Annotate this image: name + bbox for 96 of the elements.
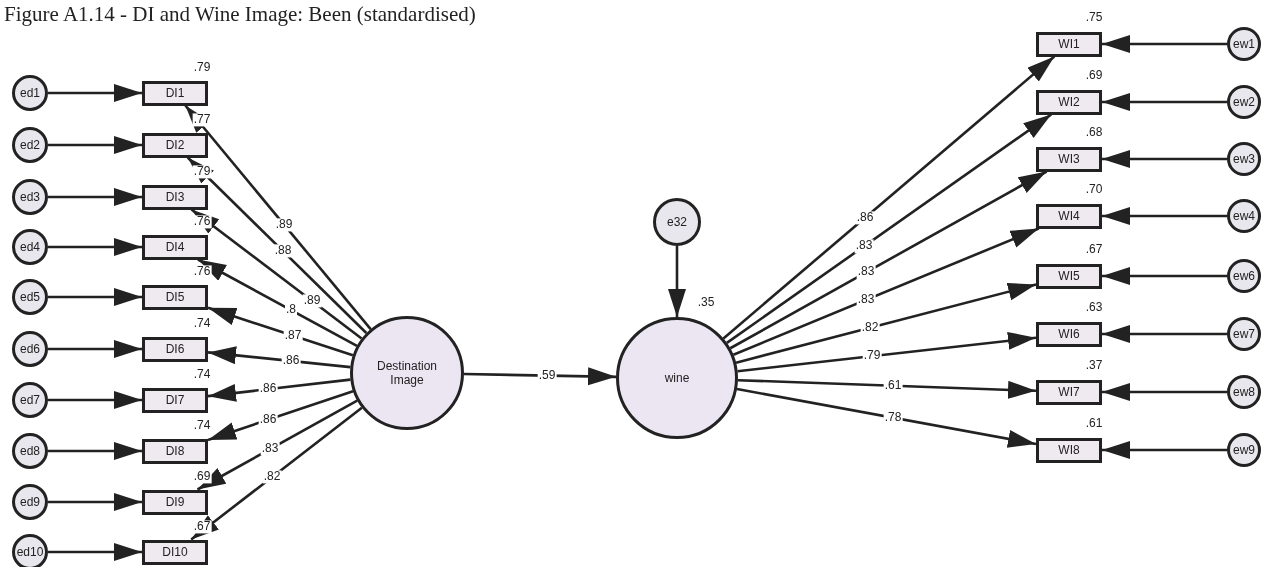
error-term-circle: ew2	[1227, 85, 1261, 119]
arrow	[48, 493, 142, 511]
edge-label: .8	[285, 303, 297, 317]
arrow	[463, 367, 617, 386]
arrow	[48, 84, 142, 102]
arrow	[197, 258, 358, 347]
observed-variable-box: DI3	[142, 184, 208, 210]
error-term-circle: e32	[653, 198, 701, 246]
latent-variable-circle: Destination Image	[350, 316, 464, 430]
error-term-circle: ew4	[1227, 199, 1261, 233]
observed-variable-box: WI8	[1036, 437, 1102, 463]
edge-label: .83	[260, 442, 280, 456]
edge-label: .89	[274, 217, 294, 232]
error-term-circle: ew1	[1227, 27, 1261, 61]
error-term-circle: ed3	[12, 179, 48, 215]
edge-label: .82	[262, 470, 282, 484]
observed-variable-box: DI8	[142, 438, 208, 464]
observed-variable-box: DI7	[142, 387, 208, 413]
arrow	[48, 136, 142, 154]
edge-label: .83	[854, 239, 874, 253]
arrow	[184, 104, 372, 330]
arrow	[732, 227, 1040, 356]
observed-variable-box: WI7	[1036, 379, 1102, 405]
arrow	[1102, 267, 1227, 285]
error-term-circle: ed6	[12, 331, 48, 367]
error-term-circle: ew6	[1227, 259, 1261, 293]
error-term-circle: ed7	[12, 382, 48, 418]
coefficient-label: .79	[192, 165, 212, 179]
arrow	[1102, 383, 1227, 401]
edge-label: .86	[258, 413, 278, 427]
edge-label: .89	[302, 294, 322, 308]
arrow	[190, 208, 363, 340]
arrow	[735, 282, 1037, 364]
observed-variable-box: WI3	[1036, 146, 1102, 172]
coefficient-label: .69	[192, 470, 212, 484]
observed-variable-box: WI1	[1036, 31, 1102, 57]
error-term-circle: ed4	[12, 229, 48, 265]
arrow	[48, 238, 142, 256]
arrow	[48, 543, 142, 561]
arrow	[190, 406, 363, 541]
observed-variable-box: WI6	[1036, 321, 1102, 347]
error-term-circle: ed1	[12, 75, 48, 111]
arrow	[48, 188, 142, 206]
edge-label: .87	[283, 329, 303, 343]
observed-variable-box: DI2	[142, 132, 208, 158]
arrow	[48, 442, 142, 460]
arrow	[736, 387, 1037, 448]
error-term-circle: ed10	[12, 534, 48, 567]
arrow	[737, 378, 1037, 399]
arrow	[207, 306, 354, 357]
arrow	[1102, 93, 1227, 111]
observed-variable-box: WI5	[1036, 263, 1102, 289]
observed-variable-box: WI4	[1036, 203, 1102, 229]
observed-variable-box: DI5	[142, 284, 208, 310]
arrow	[1102, 150, 1227, 168]
arrow	[1102, 441, 1227, 459]
coefficient-label: .67	[192, 520, 212, 534]
observed-variable-box: DI1	[142, 80, 208, 106]
arrow	[1102, 325, 1227, 343]
arrow	[668, 246, 686, 317]
arrow	[1102, 35, 1227, 53]
error-term-circle: ed2	[12, 127, 48, 163]
edge-label: .82	[860, 321, 880, 335]
arrow	[207, 389, 354, 442]
coefficient-label: .76	[192, 215, 212, 229]
edge-label: .83	[856, 265, 876, 279]
arrow	[207, 378, 351, 402]
error-term-circle: ew8	[1227, 375, 1261, 409]
arrow	[726, 113, 1052, 344]
arrow	[48, 340, 142, 358]
arrow	[1102, 207, 1227, 225]
error-term-circle: ew3	[1227, 142, 1261, 176]
arrow	[186, 156, 368, 334]
error-term-circle: ed9	[12, 484, 48, 520]
edge-label: .86	[855, 211, 875, 225]
arrow	[48, 288, 142, 306]
observed-variable-box: DI6	[142, 336, 208, 362]
observed-variable-box: DI4	[142, 234, 208, 260]
observed-variable-box: DI10	[142, 539, 208, 565]
edge-label: .83	[856, 293, 876, 307]
observed-variable-box: WI2	[1036, 89, 1102, 115]
error-term-circle: ew9	[1227, 433, 1261, 467]
error-term-circle: ed8	[12, 433, 48, 469]
coefficient-label: .77	[192, 113, 212, 127]
arrow	[722, 55, 1056, 340]
error-term-circle: ew7	[1227, 317, 1261, 351]
observed-variable-box: DI9	[142, 489, 208, 515]
arrow	[207, 346, 351, 369]
arrow	[48, 391, 142, 409]
arrow	[196, 399, 358, 491]
arrow	[729, 170, 1048, 350]
edge-label: .88	[273, 244, 293, 258]
error-term-circle: ed5	[12, 279, 48, 315]
latent-variable-circle: wine	[616, 317, 738, 439]
figure-title: Figure A1.14 - DI and Wine Image: Been (standardised)	[4, 2, 476, 27]
arrow	[737, 331, 1037, 373]
